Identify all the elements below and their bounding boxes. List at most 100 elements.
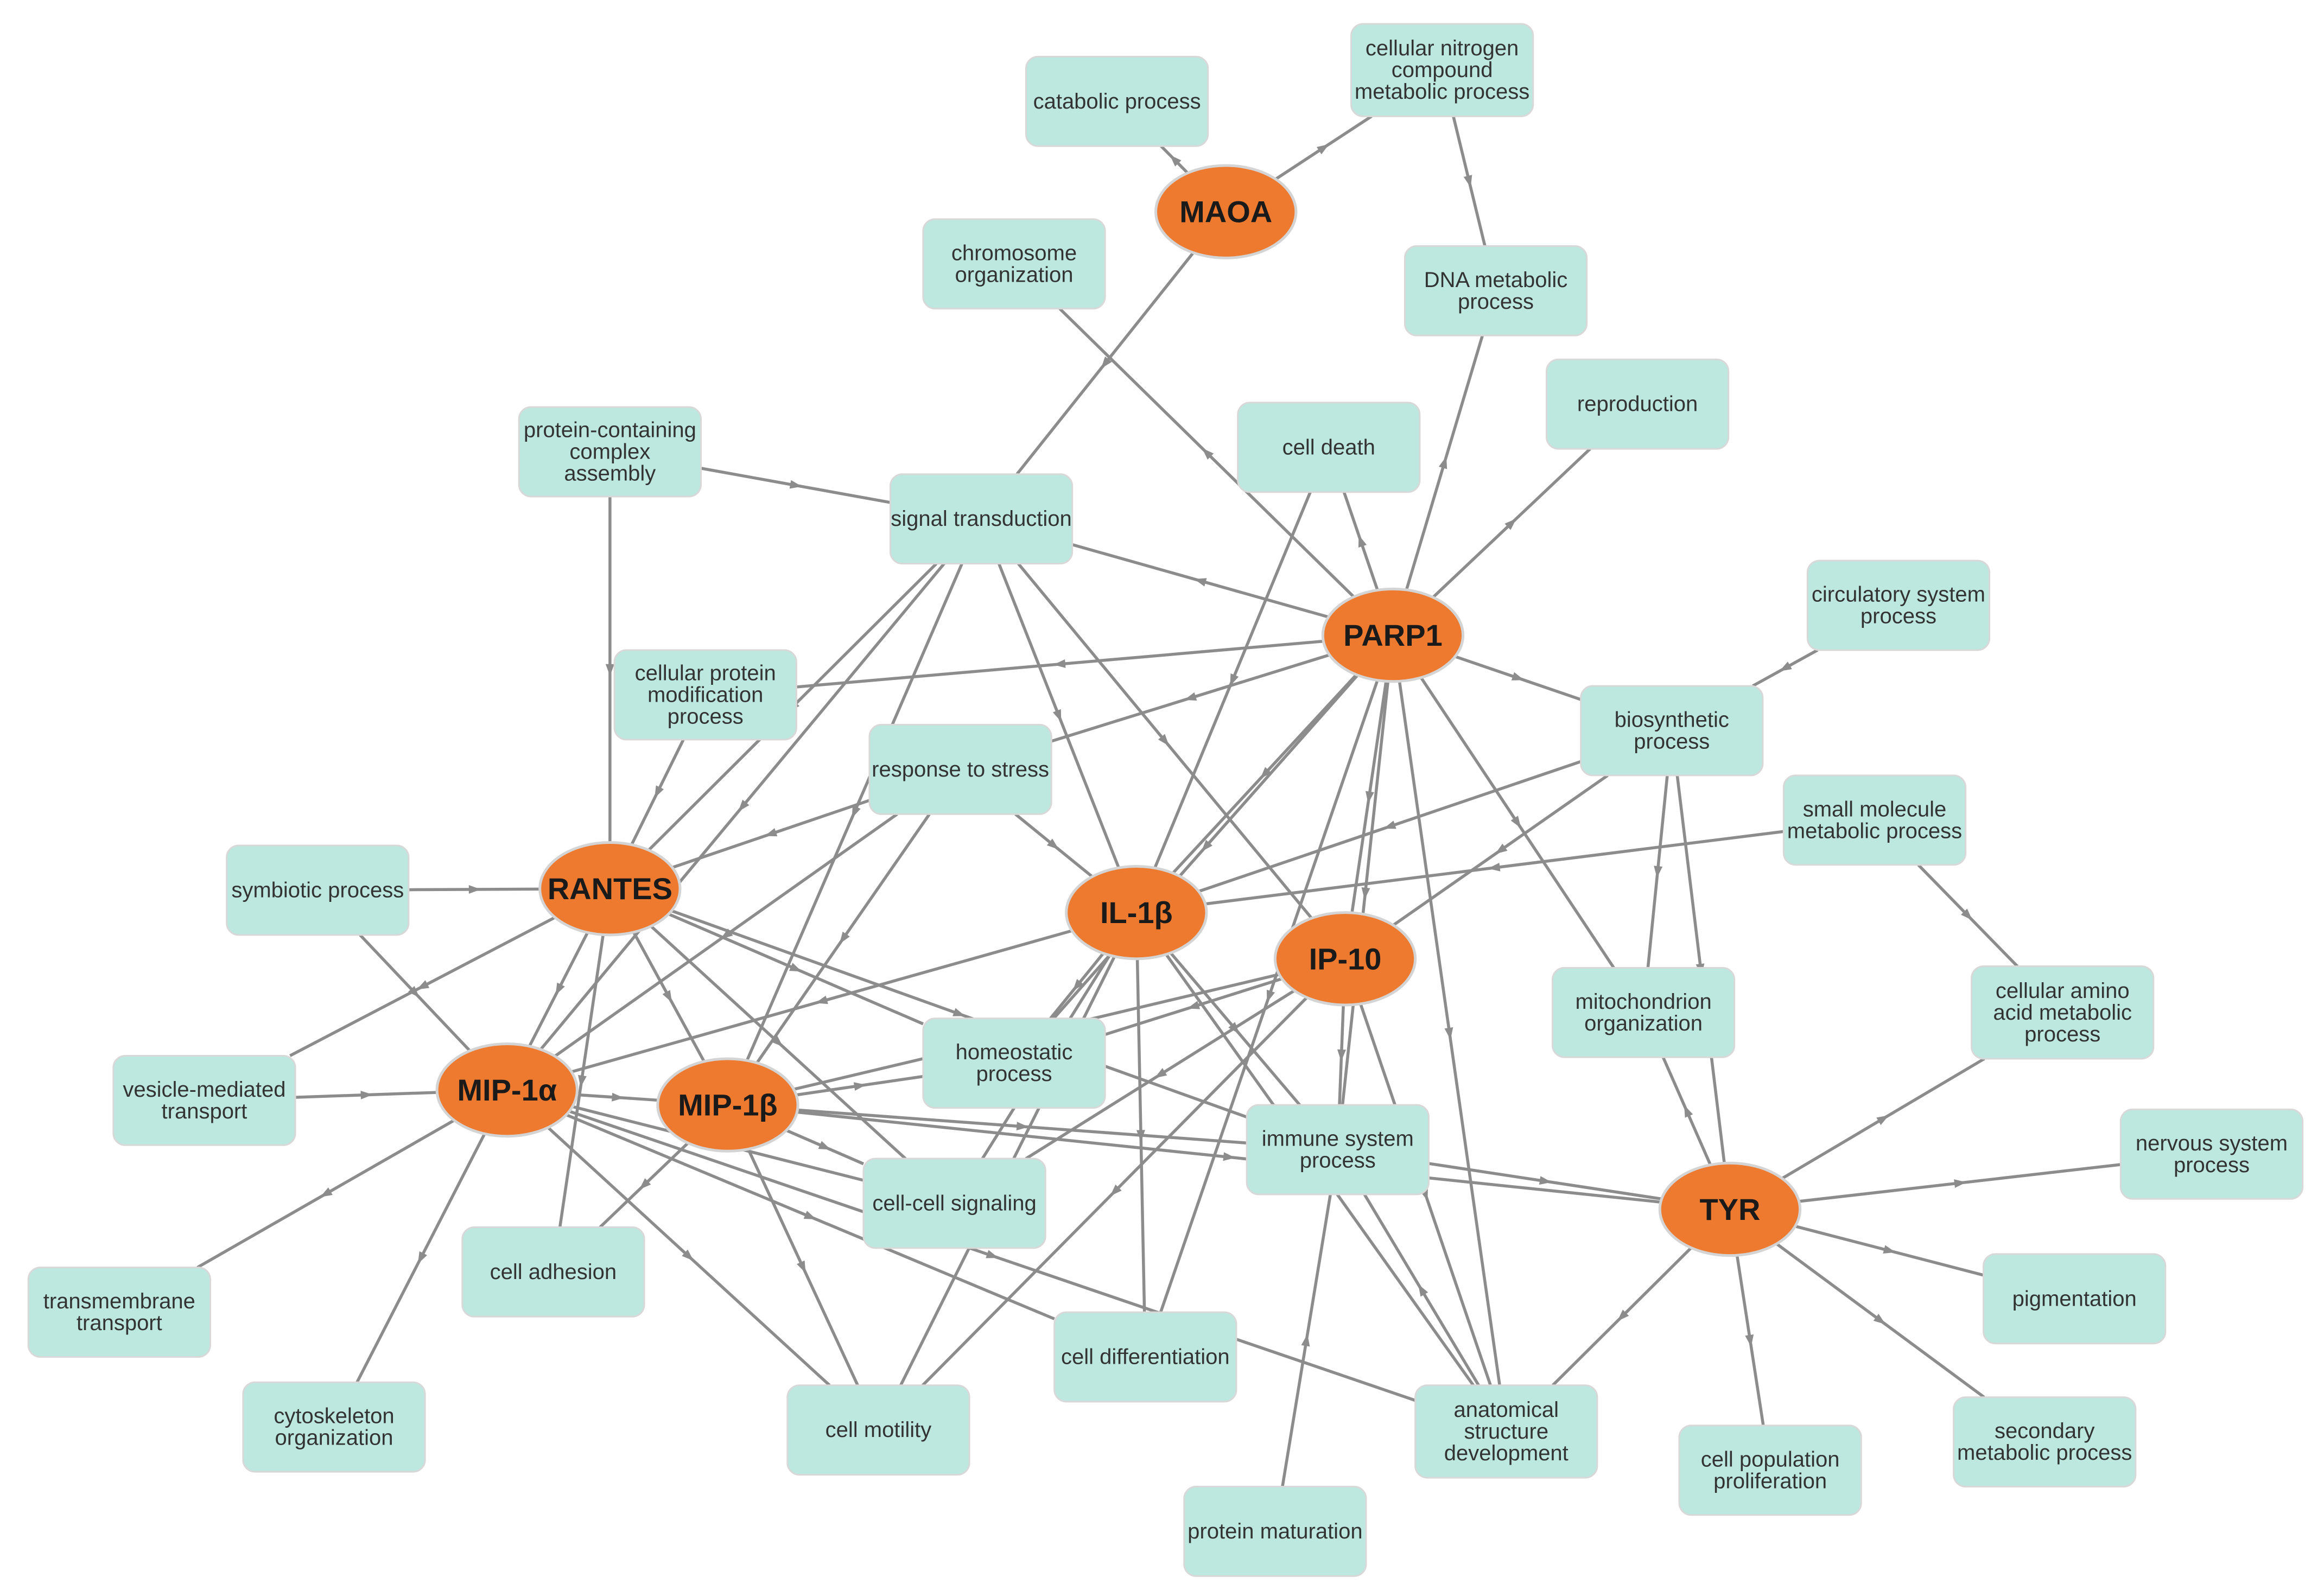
edge-arrowhead (1444, 1027, 1453, 1040)
term-box (518, 406, 702, 498)
term-box (27, 1267, 211, 1358)
term-box (1350, 23, 1534, 117)
edge-arrowhead (1316, 144, 1329, 155)
edge-arrowhead (815, 995, 828, 1004)
edge-arrowhead (1488, 862, 1501, 872)
term-box (786, 1384, 970, 1476)
edge-arrowhead (639, 1178, 651, 1190)
gene-label: IL-1β (1100, 895, 1173, 930)
term-node-motility[interactable]: cell motility (786, 1384, 970, 1476)
term-node-maturation[interactable]: protein maturation (1183, 1486, 1367, 1577)
term-node-pigment[interactable]: pigmentation (1983, 1253, 2167, 1345)
edge-arrowhead (953, 1008, 966, 1016)
gene-node-parp1[interactable]: PARP1 (1321, 587, 1465, 683)
term-box (1545, 358, 1730, 450)
edge-arrowhead (1266, 989, 1275, 1003)
term-label: process (976, 1062, 1052, 1086)
edge-arrowhead (818, 1141, 831, 1150)
edge-arrowhead (1361, 887, 1370, 900)
term-box (242, 1381, 426, 1473)
edge-arrowhead (1337, 1049, 1346, 1062)
term-node-catabolic[interactable]: catabolic process (1025, 55, 1209, 147)
edge-arrowhead (416, 980, 430, 990)
gene-node-rantes[interactable]: RANTES (538, 841, 682, 937)
gene-node-mip1b[interactable]: MIP-1β (656, 1057, 799, 1153)
term-node-cellcell[interactable]: cell-cell signaling (862, 1157, 1046, 1249)
term-box (1237, 402, 1421, 493)
edge-arrowhead (852, 805, 861, 818)
term-box (1183, 1486, 1367, 1577)
term-label: structure (1464, 1420, 1548, 1443)
term-label: cellular nitrogen (1366, 36, 1519, 60)
edge-arrowhead (655, 785, 664, 798)
gene-node-il1b[interactable]: IL-1β (1065, 864, 1208, 961)
edge-arrowhead (853, 1082, 866, 1091)
term-box (889, 473, 1074, 565)
edge-arrowhead (1366, 791, 1374, 804)
term-label: compound (1392, 58, 1493, 82)
edge-arrowhead (1883, 1245, 1896, 1254)
term-node-signal[interactable]: signal transduction (889, 473, 1074, 565)
term-label: protein maturation (1188, 1519, 1362, 1543)
edge-arrowhead (1438, 456, 1447, 469)
edge-arrowhead (662, 990, 672, 1003)
edge-arrowhead (1194, 578, 1207, 587)
node-layer: catabolic process cellular nitrogencompou… (27, 23, 2304, 1577)
term-node-differentiation[interactable]: cell differentiation (1053, 1311, 1237, 1403)
edge-arrowhead (1046, 838, 1059, 850)
edge-arrowhead (1511, 672, 1525, 680)
edge-arrowhead (468, 885, 481, 894)
term-box (1551, 966, 1736, 1058)
term-box (922, 218, 1106, 310)
term-node-adhesion[interactable]: cell adhesion (461, 1226, 645, 1318)
term-label: cell-cell signaling (872, 1191, 1036, 1215)
term-node-reproduction[interactable]: reproduction (1545, 358, 1730, 450)
edge-arrowhead (1510, 816, 1521, 828)
term-label: cell population (1701, 1447, 1840, 1471)
term-label: complex (569, 440, 650, 464)
term-box (1782, 774, 1967, 866)
edge-arrowhead (1187, 1001, 1201, 1009)
term-box (613, 649, 797, 741)
edge-arrowhead (1876, 1115, 1889, 1125)
term-node-stress[interactable]: response to stress (868, 723, 1052, 815)
term-box (922, 1017, 1106, 1109)
gene-node-tyr[interactable]: TYR (1658, 1161, 1802, 1257)
gene-ellipse (538, 841, 682, 937)
edge-arrowhead (605, 664, 614, 676)
gene-node-maoa[interactable]: MAOA (1154, 164, 1298, 259)
term-label: cell death (1282, 435, 1375, 459)
gene-node-mip1a[interactable]: MIP-1α (435, 1042, 579, 1138)
term-node-celldeath[interactable]: cell death (1237, 402, 1421, 493)
term-node-symbiotic[interactable]: symbiotic process (226, 844, 410, 936)
gene-ellipse (1065, 864, 1208, 961)
gene-node-ip10[interactable]: IP-10 (1273, 911, 1417, 1007)
term-box (2119, 1108, 2304, 1200)
term-label: cellular amino (1996, 979, 2130, 1003)
edge-arrowhead (986, 1250, 999, 1258)
term-label: nervous system (2136, 1131, 2288, 1155)
gene-ellipse (656, 1057, 799, 1153)
term-label: organization (1584, 1012, 1703, 1035)
edge-arrowhead (1184, 692, 1197, 701)
edge-arrowhead (1052, 709, 1062, 722)
